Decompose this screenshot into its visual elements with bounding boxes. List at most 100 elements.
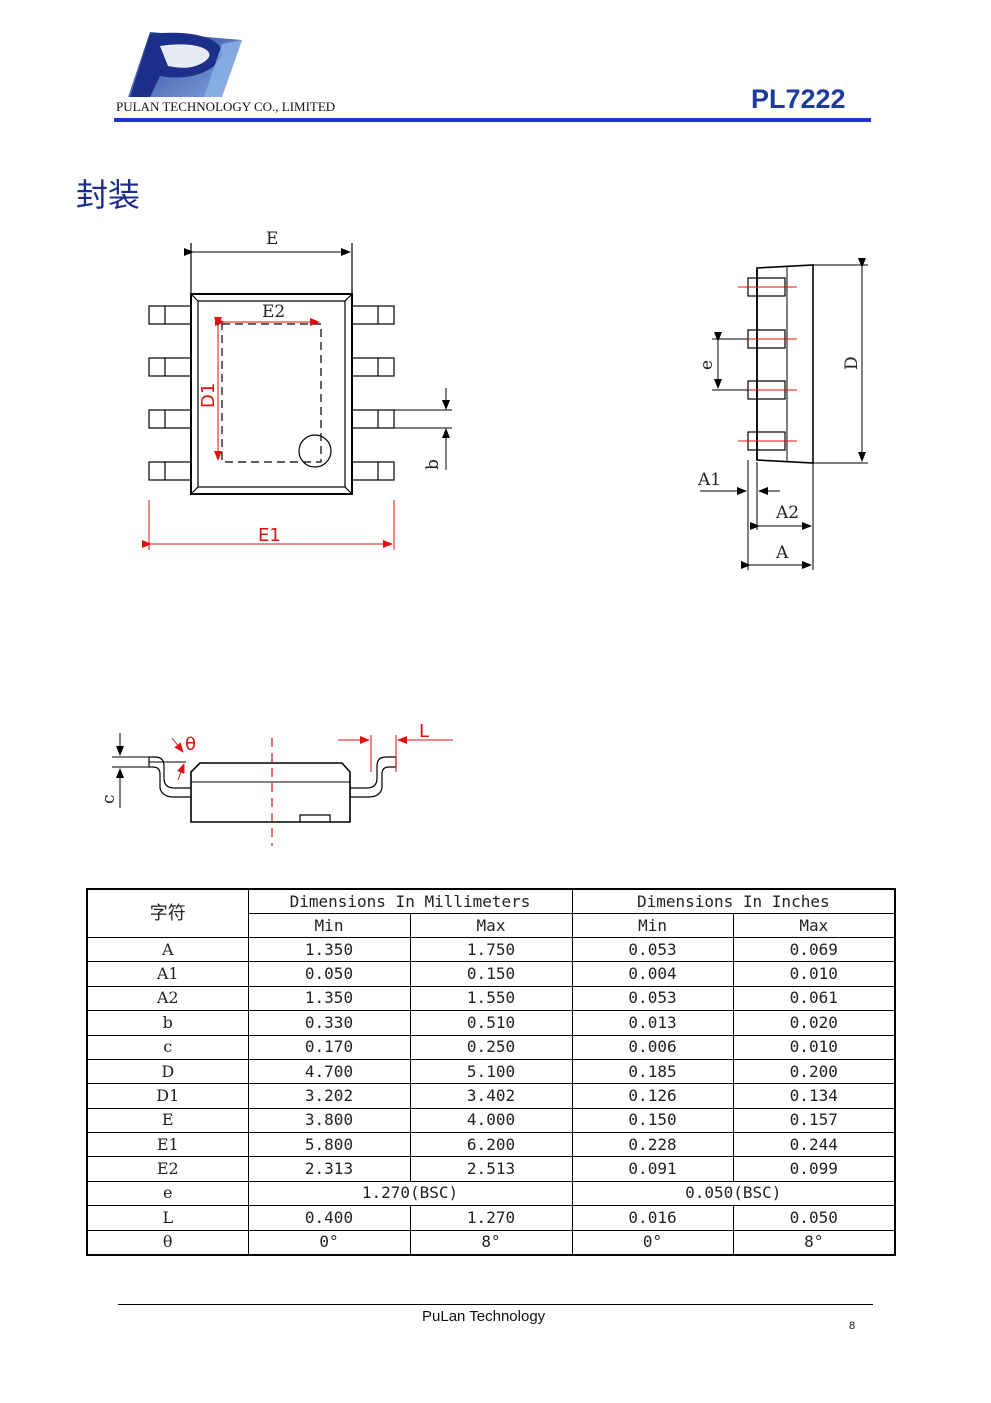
dimensions-table: 字符 Dimensions In Millimeters Dimensions … xyxy=(86,888,897,1256)
inch-header: Dimensions In Inches xyxy=(571,888,896,914)
label-E: E xyxy=(266,229,278,249)
table-row: E1 5.800 6.200 0.228 0.244 xyxy=(86,1131,896,1158)
table-row: D 4.700 5.100 0.185 0.200 xyxy=(86,1058,896,1085)
footer-divider xyxy=(118,1304,873,1305)
cell-mm-max: 3.402 xyxy=(409,1083,573,1109)
cell-mm-min: 4.700 xyxy=(247,1058,411,1085)
table-row: L 0.400 1.270 0.016 0.050 xyxy=(86,1205,896,1231)
cell-symbol: E2 xyxy=(86,1156,249,1182)
cell-mm-max: 2.513 xyxy=(409,1156,573,1182)
cell-in-max: 0.061 xyxy=(732,985,896,1012)
front-view xyxy=(112,733,453,846)
mm-max-header: Max xyxy=(409,913,573,938)
cell-mm-min: 0° xyxy=(247,1229,411,1256)
cell-mm-max: 1.750 xyxy=(409,936,573,963)
cell-in-min: 0.185 xyxy=(571,1058,734,1085)
mm-header: Dimensions In Millimeters xyxy=(247,888,573,914)
cell-in-min: 0.053 xyxy=(571,936,734,963)
label-A1: A1 xyxy=(697,470,721,490)
cell-mm-min: 3.202 xyxy=(247,1083,411,1109)
cell-symbol: A1 xyxy=(86,961,249,987)
table-row: A1 0.050 0.150 0.004 0.010 xyxy=(86,961,896,987)
cell-symbol: E1 xyxy=(86,1131,249,1158)
cell-mm-min: 0.330 xyxy=(247,1010,411,1036)
cell-in-min: 0.126 xyxy=(571,1083,734,1109)
cell-in-max: 0.134 xyxy=(732,1083,896,1109)
cell-symbol: e xyxy=(86,1180,249,1207)
cell-symbol: b xyxy=(86,1010,249,1036)
label-D: D xyxy=(842,356,862,370)
company-name: PULAN TECHNOLOGY CO., LIMITED xyxy=(116,99,336,114)
cell-in-max: 0.010 xyxy=(732,1034,896,1060)
logo-p-counter xyxy=(160,44,210,68)
cell-symbol: A xyxy=(86,936,249,963)
table-row: θ 0° 8° 0° 8° xyxy=(86,1229,896,1256)
table-row: c 0.170 0.250 0.006 0.010 xyxy=(86,1034,896,1060)
cell-in-min: 0.016 xyxy=(571,1205,734,1231)
cell-symbol: θ xyxy=(86,1229,249,1256)
package-drawing: E E2 D1 E1 b e xyxy=(99,229,868,846)
table-row: E2 2.313 2.513 0.091 0.099 xyxy=(86,1156,896,1182)
table-header-row: 字符 Dimensions In Millimeters Dimensions … xyxy=(86,888,896,938)
cell-in-min: 0.091 xyxy=(571,1156,734,1182)
section-title: 封装 xyxy=(76,176,141,214)
label-A2: A2 xyxy=(775,503,799,523)
cell-mm-min: 1.350 xyxy=(247,936,411,963)
label-b: b xyxy=(423,459,443,470)
footer-text: PuLan Technology xyxy=(422,1308,546,1325)
company-logo xyxy=(128,32,242,98)
cell-mm-max: 1.270 xyxy=(409,1205,573,1231)
cell-in-min: 0.004 xyxy=(571,961,734,987)
cell-mm-max: 5.100 xyxy=(409,1058,573,1085)
top-view xyxy=(142,243,452,550)
cell-in-max: 8° xyxy=(732,1229,896,1256)
cell-mm-max: 8° xyxy=(409,1229,573,1256)
table-body: A 1.350 1.750 0.053 0.069 A1 0.050 0.150… xyxy=(86,936,896,1256)
part-number: PL7222 xyxy=(751,84,846,114)
cell-mm-min: 0.050 xyxy=(247,961,411,987)
cell-mm-max: 0.250 xyxy=(409,1034,573,1060)
cell-symbol: c xyxy=(86,1034,249,1060)
cell-mm-min: 2.313 xyxy=(247,1156,411,1182)
logo-stripe xyxy=(204,40,242,97)
table-row: A 1.350 1.750 0.053 0.069 xyxy=(86,936,896,963)
cell-in-max: 0.069 xyxy=(732,936,896,963)
cell-mm-min: 1.350 xyxy=(247,985,411,1012)
label-D1: D1 xyxy=(198,383,219,408)
cell-mm-bsc: 1.270(BSC) xyxy=(247,1180,573,1207)
cell-in-max: 0.244 xyxy=(732,1131,896,1158)
cell-symbol: E xyxy=(86,1107,249,1134)
label-E1: E1 xyxy=(258,525,281,546)
table-subheader-row: Min Max Min Max xyxy=(87,913,896,938)
cell-in-max: 0.010 xyxy=(732,961,896,987)
cell-in-min: 0.150 xyxy=(571,1107,734,1134)
cell-mm-max: 0.150 xyxy=(409,961,573,987)
cell-mm-max: 0.510 xyxy=(409,1010,573,1036)
table-row-e: e 1.270(BSC) 0.050(BSC) xyxy=(86,1180,896,1207)
cell-in-bsc: 0.050(BSC) xyxy=(571,1180,896,1207)
cell-symbol: L xyxy=(86,1205,249,1231)
cell-mm-min: 3.800 xyxy=(247,1107,411,1134)
table-row: E 3.800 4.000 0.150 0.157 xyxy=(86,1107,896,1134)
label-e: e xyxy=(697,360,717,370)
cell-symbol: D1 xyxy=(86,1083,249,1109)
cell-in-max: 0.020 xyxy=(732,1010,896,1036)
mm-min-header: Min xyxy=(247,913,411,938)
cell-in-min: 0.013 xyxy=(571,1010,734,1036)
cell-in-max: 0.099 xyxy=(732,1156,896,1182)
table-row: b 0.330 0.510 0.013 0.020 xyxy=(86,1010,896,1036)
cell-symbol: D xyxy=(86,1058,249,1085)
cell-in-max: 0.050 xyxy=(732,1205,896,1231)
cell-in-min: 0.006 xyxy=(571,1034,734,1060)
cell-symbol: A2 xyxy=(86,985,249,1012)
table-row: A2 1.350 1.550 0.053 0.061 xyxy=(86,985,896,1012)
label-L: L xyxy=(419,721,429,742)
label-E2: E2 xyxy=(262,302,285,322)
cell-in-min: 0.228 xyxy=(571,1131,734,1158)
cell-mm-min: 0.400 xyxy=(247,1205,411,1231)
cell-in-max: 0.157 xyxy=(732,1107,896,1134)
label-theta: θ xyxy=(185,734,196,755)
label-c: c xyxy=(99,794,119,804)
header-divider xyxy=(114,118,871,122)
cell-in-min: 0° xyxy=(571,1229,734,1256)
